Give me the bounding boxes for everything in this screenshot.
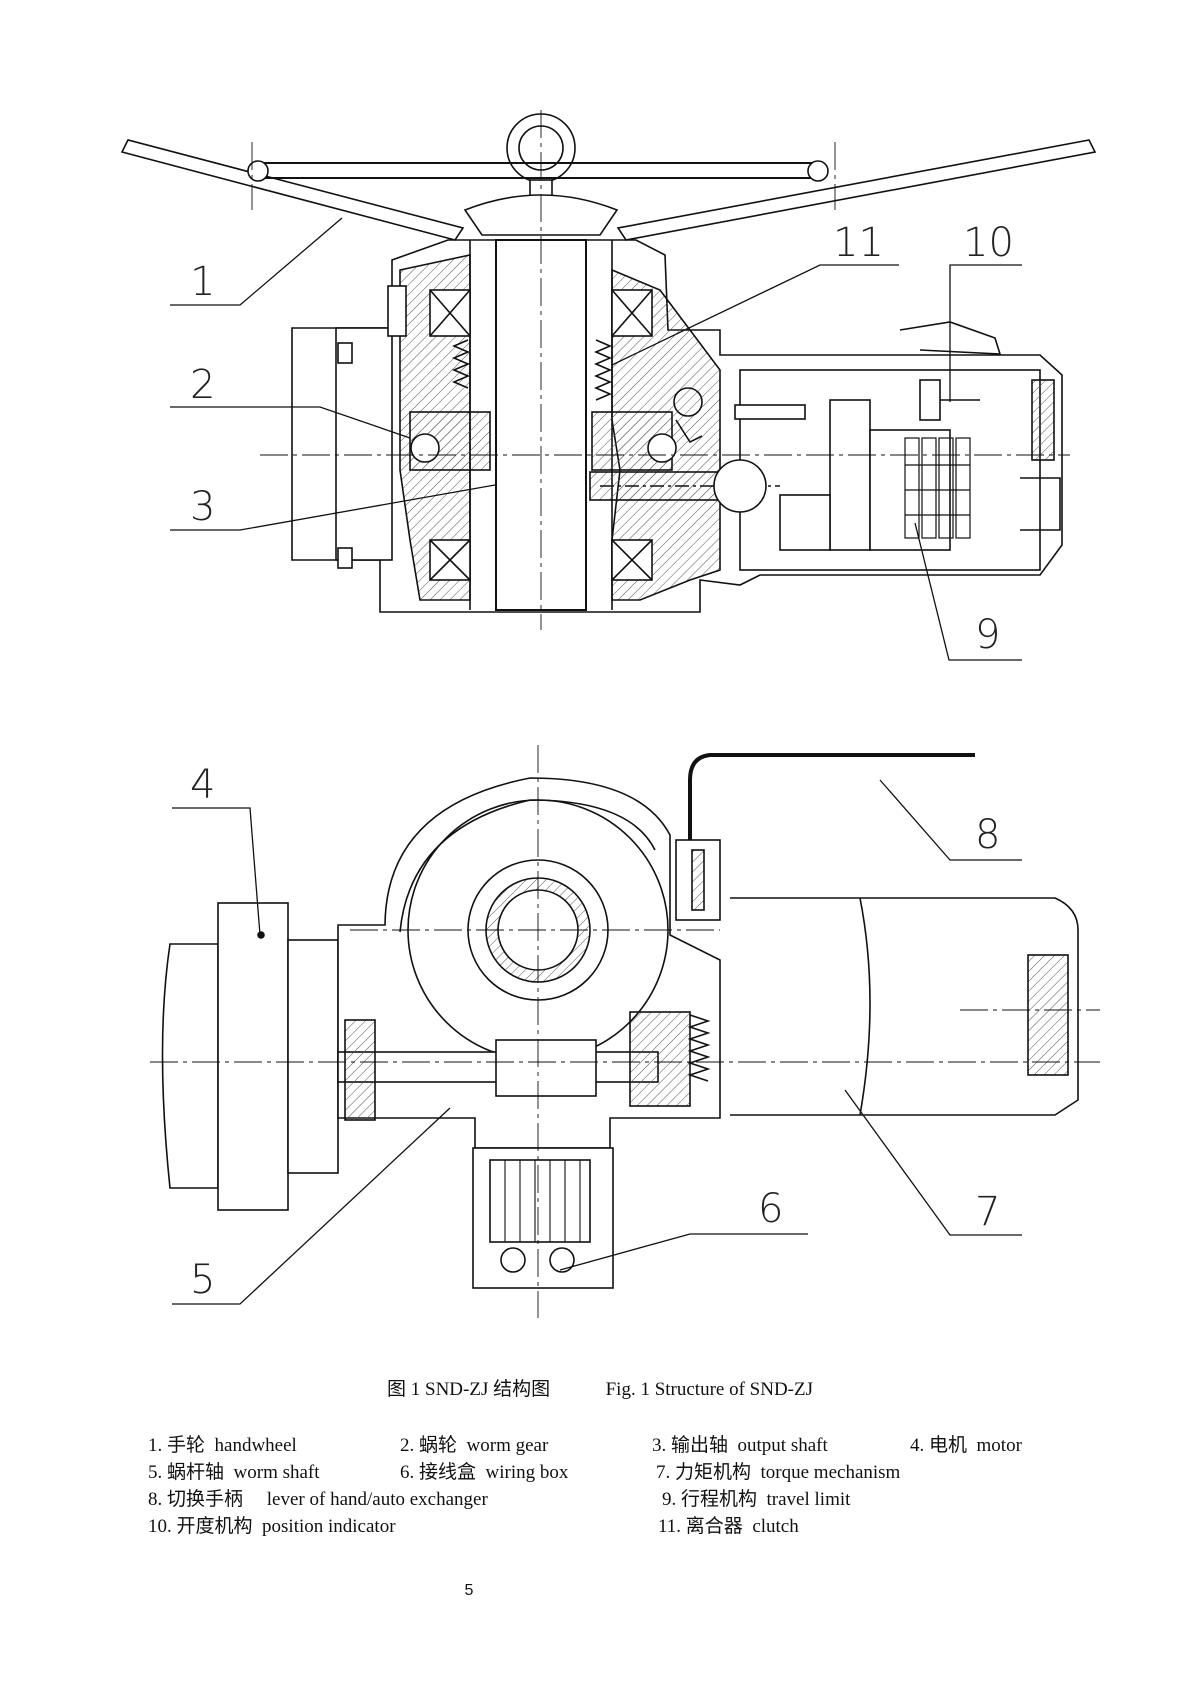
caption-english: Fig. 1 Structure of SND-ZJ xyxy=(605,1379,813,1400)
legend-num: 1. xyxy=(148,1435,163,1456)
legend-en: worm shaft xyxy=(233,1462,320,1483)
legend-en: position indicator xyxy=(262,1516,396,1537)
legend-en: motor xyxy=(976,1435,1022,1456)
callout-7: 7 xyxy=(975,1189,1000,1235)
leader-lines xyxy=(170,217,1022,1305)
legend-item-3: 3. 输出轴 output shaft xyxy=(652,1430,828,1457)
legend-zh: 输出轴 xyxy=(671,1435,729,1456)
callout-labels: 1 2 3 11 10 9 4 8 7 6 5 xyxy=(190,220,1014,1303)
callout-6: 6 xyxy=(758,1186,783,1232)
legend-num: 8. xyxy=(148,1489,163,1510)
legend-en: torque mechanism xyxy=(760,1462,901,1483)
legend-en: worm gear xyxy=(466,1435,549,1456)
callout-3: 3 xyxy=(190,484,215,530)
legend-zh: 电机 xyxy=(929,1435,968,1456)
upper-section-view xyxy=(120,110,1097,630)
callout-2: 2 xyxy=(190,362,215,408)
legend-num: 6. xyxy=(400,1462,415,1483)
legend-item-2: 2. 蜗轮 worm gear xyxy=(400,1430,548,1457)
legend-en: handwheel xyxy=(214,1435,297,1456)
legend-zh: 手轮 xyxy=(167,1435,206,1456)
legend-item-11: 11. 离合器 clutch xyxy=(658,1511,799,1538)
lower-plan-view xyxy=(150,745,1100,1318)
page-number: 5 xyxy=(464,1582,474,1599)
legend-item-6: 6. 接线盒 wiring box xyxy=(400,1457,568,1484)
legend-item-1: 1. 手轮 handwheel xyxy=(148,1430,297,1457)
legend-item-5: 5. 蜗杆轴 worm shaft xyxy=(148,1457,320,1484)
callout-1: 1 xyxy=(190,259,215,305)
legend-zh: 接线盒 xyxy=(419,1462,477,1483)
legend-zh: 行程机构 xyxy=(681,1489,758,1510)
legend-num: 2. xyxy=(400,1435,415,1456)
legend-en: travel limit xyxy=(766,1489,851,1510)
legend-zh: 切换手柄 xyxy=(167,1489,244,1510)
legend-zh: 离合器 xyxy=(685,1516,743,1537)
handwheel-drawing xyxy=(120,113,1097,241)
motor-drawing xyxy=(161,902,339,1211)
legend-zh: 力矩机构 xyxy=(675,1462,752,1483)
legend-item-10: 10. 开度机构 position indicator xyxy=(148,1511,396,1538)
legend-item-9: 9. 行程机构 travel limit xyxy=(662,1484,850,1511)
legend-en: lever of hand/auto exchanger xyxy=(266,1489,488,1510)
callout-4: 4 xyxy=(190,762,215,808)
callout-11: 11 xyxy=(833,220,884,266)
legend-num: 7. xyxy=(656,1462,671,1483)
legend-item-7: 7. 力矩机构 torque mechanism xyxy=(656,1457,900,1484)
callout-5: 5 xyxy=(190,1257,215,1303)
legend-en: output shaft xyxy=(737,1435,828,1456)
legend-num: 11. xyxy=(658,1516,682,1537)
legend-en: wiring box xyxy=(485,1462,569,1483)
legend-num: 9. xyxy=(662,1489,677,1510)
callout-8: 8 xyxy=(975,812,1000,858)
legend-zh: 蜗轮 xyxy=(419,1435,458,1456)
legend-en: clutch xyxy=(752,1516,799,1537)
caption-chinese: 图 1 SND-ZJ 结构图 xyxy=(387,1379,551,1400)
figure-caption: 图 1 SND-ZJ 结构图 Fig. 1 Structure of SND-Z… xyxy=(0,1374,1200,1401)
legend-num: 10. xyxy=(148,1516,172,1537)
legend-zh: 开度机构 xyxy=(176,1516,253,1537)
legend-zh: 蜗杆轴 xyxy=(167,1462,225,1483)
legend-num: 5. xyxy=(148,1462,163,1483)
legend-item-8: 8. 切换手柄 lever of hand/auto exchanger xyxy=(148,1484,488,1511)
legend-num: 3. xyxy=(652,1435,667,1456)
callout-9: 9 xyxy=(975,612,1000,658)
structure-drawing: 1 2 3 11 10 9 4 8 7 6 5 xyxy=(120,110,1100,1318)
callout-10: 10 xyxy=(963,220,1014,266)
legend-item-4: 4. 电机 motor xyxy=(910,1430,1022,1457)
legend-num: 4. xyxy=(910,1435,925,1456)
